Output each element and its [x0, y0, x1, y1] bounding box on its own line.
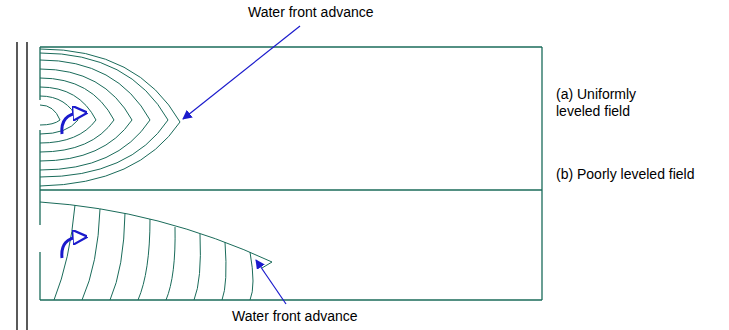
supply-channel	[17, 42, 27, 330]
leader-lines	[183, 26, 300, 304]
advance-contours-a	[40, 49, 180, 186]
field-label: (b) Poorly leveled field	[556, 166, 721, 183]
flow-arrows	[62, 113, 80, 258]
leader-label: Water front advance	[248, 4, 428, 21]
field-borders	[40, 47, 542, 300]
advance-contours-b	[40, 202, 272, 300]
field-label: (a) Uniformly leveled field	[556, 86, 666, 120]
leader-label: Water front advance	[232, 308, 412, 325]
